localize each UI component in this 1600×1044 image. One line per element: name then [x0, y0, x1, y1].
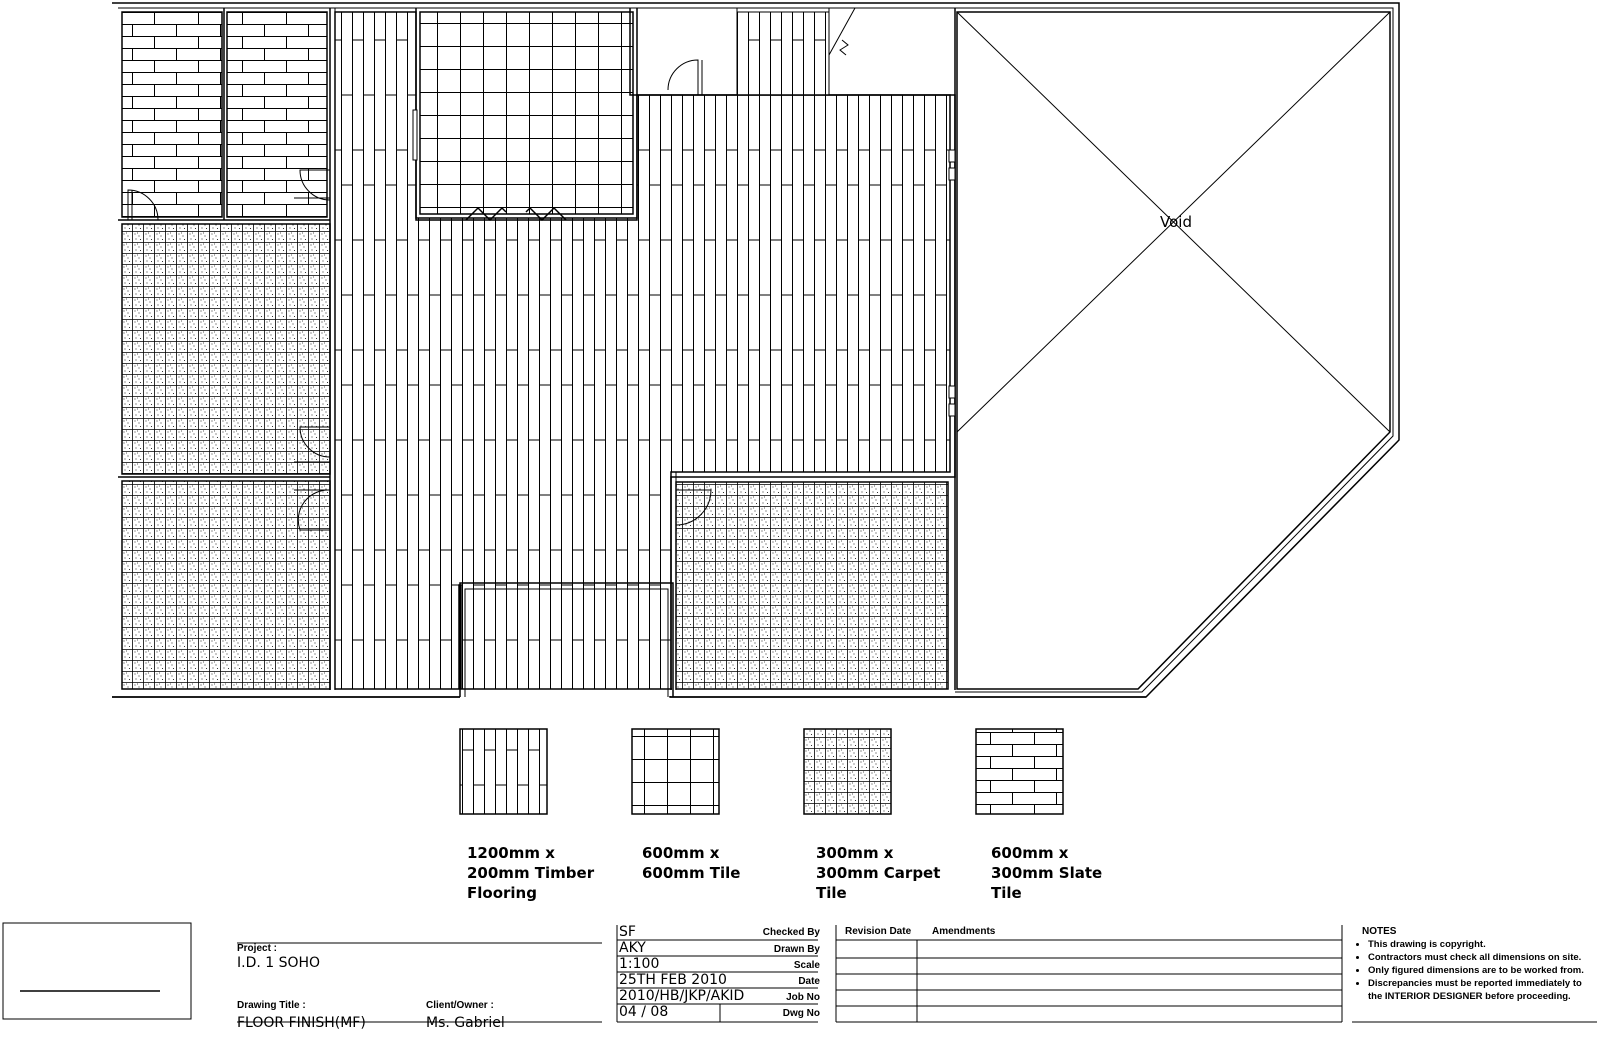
note-item: Only figured dimensions are to be worked…	[1368, 964, 1596, 977]
wall-center-inner	[675, 100, 951, 690]
drawing-title: FLOOR FINISH(MF)	[237, 1015, 366, 1031]
legend-carpet-line3: Tile	[816, 884, 847, 902]
drawn-by-label: Drawn By	[773, 944, 820, 955]
carpet-room-2	[121, 480, 331, 690]
legend-swatch-timber	[459, 728, 548, 815]
carpet-room-1	[121, 223, 331, 475]
legend-label-timber: 1200mm x 200mm Timber Flooring	[467, 843, 607, 903]
legend-slate-line2: 300mm Slate	[991, 864, 1103, 882]
outer-wall-inner-line	[118, 7, 1394, 693]
note-item: Discrepancies must be reported immediate…	[1368, 977, 1596, 1003]
job-no-label: Job No	[786, 992, 820, 1003]
bifold-doors	[465, 206, 567, 222]
legend-swatch-slate	[975, 728, 1064, 815]
windows	[412, 109, 956, 417]
legend-swatch-tile	[631, 728, 720, 815]
tile-room	[419, 11, 634, 215]
title-block-frame	[2, 922, 1597, 1023]
project-label: Project :	[237, 943, 278, 954]
void-label: Void	[1160, 213, 1192, 231]
scale-value: 1:100	[619, 956, 660, 972]
checked-by-value: SF	[619, 924, 636, 940]
slate-room-1	[121, 11, 223, 218]
legend-carpet-line1: 300mm x	[816, 844, 894, 862]
date-value: 25TH FEB 2010	[619, 972, 727, 988]
date-label: Date	[798, 976, 820, 987]
dwg-no-label: Dwg No	[782, 1008, 820, 1019]
legend-tile-line1: 600mm x	[642, 844, 720, 862]
legend-carpet-line2: 300mm Carpet	[816, 864, 941, 882]
note-item: Contractors must check all dimensions on…	[1368, 951, 1596, 964]
amendments-label: Amendments	[932, 926, 996, 937]
stair-lines	[736, 7, 856, 90]
job-no-value: 2010/HB/JKP/AKID	[619, 988, 745, 1004]
legend-label-carpet: 300mm x 300mm Carpet Tile	[816, 843, 956, 903]
checked-by-label: Checked By	[762, 927, 820, 938]
stair-break	[839, 39, 849, 56]
legend-label-tile: 600mm x 600mm Tile	[642, 843, 782, 883]
project-name: I.D. 1 SOHO	[237, 955, 321, 971]
void-area	[956, 11, 1391, 690]
note-item: This drawing is copyright.	[1368, 938, 1596, 951]
legend-slate-line3: Tile	[991, 884, 1022, 902]
void-diagonal-b	[956, 11, 1391, 433]
legend-label-slate: 600mm x 300mm Slate Tile	[991, 843, 1131, 903]
door-swings	[127, 59, 712, 531]
revision-date-label: Revision Date	[845, 926, 912, 937]
scale-label: Scale	[793, 960, 820, 971]
slate-room-2	[226, 11, 328, 218]
dwg-no-value: 04 / 08	[619, 1004, 669, 1020]
client-name: Ms. Gabriel	[426, 1015, 505, 1031]
carpet-room-3	[675, 481, 949, 690]
recess-wall-inner	[464, 588, 669, 697]
legend-timber-line1: 1200mm x	[467, 844, 555, 862]
legend-timber-line3: Flooring	[467, 884, 537, 902]
notes-label: NOTES	[1362, 926, 1397, 937]
legend-tile-line2: 600mm Tile	[642, 864, 741, 882]
client-label: Client/Owner :	[426, 1000, 494, 1011]
legend-timber-line2: 200mm Timber	[467, 864, 595, 882]
drawing-title-label: Drawing Title :	[237, 1000, 306, 1011]
notes-list: This drawing is copyright. Contractors m…	[1352, 938, 1596, 1003]
legend-swatch-carpet	[803, 728, 892, 815]
recess-wall	[459, 582, 674, 697]
stair-timber-strip	[736, 11, 830, 96]
legend-slate-line1: 600mm x	[991, 844, 1069, 862]
drawn-by-value: AKY	[619, 940, 646, 956]
